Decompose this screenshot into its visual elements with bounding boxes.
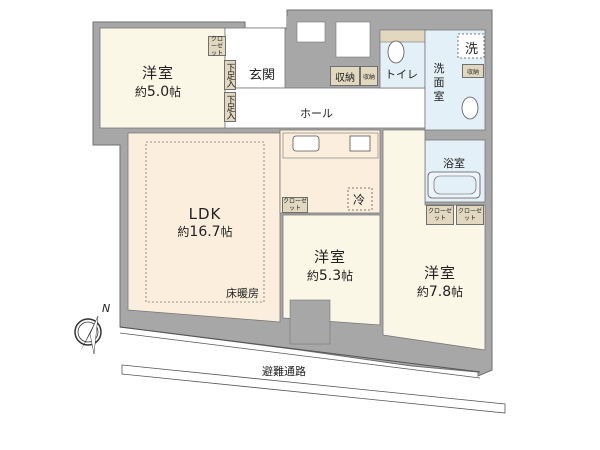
area-value: 16.7 [189, 224, 221, 240]
storage-small: 収納 [360, 66, 378, 86]
area-unit: 帖 [341, 269, 354, 283]
closet-room3-a: クローゼット [426, 205, 454, 225]
fridge-label: 冷 [353, 193, 366, 207]
compass-icon [78, 322, 98, 342]
compass-north-label: N [102, 302, 111, 315]
area-prefix: 約 [134, 85, 147, 99]
room-area: 約5.0帖 [128, 83, 188, 100]
closet-room3b-label: クローゼット [457, 208, 482, 222]
shoe-box-2: 下足入 [224, 92, 236, 122]
area-value: 7.8 [428, 284, 452, 300]
shoe-box-2-label: 下足入 [224, 95, 235, 119]
room-area: 約7.8帖 [410, 283, 470, 300]
room-ldk: LDK 約16.7帖 [170, 205, 240, 240]
evacuation-path-label: 避難通路 [262, 365, 306, 378]
room-area: 約16.7帖 [170, 223, 240, 240]
area-value: 5.3 [318, 268, 342, 284]
hall-label: ホール [300, 107, 333, 120]
bathroom-label: 浴室 [443, 157, 465, 170]
closet-room3-b: クローゼット [456, 205, 484, 225]
washroom-label: 洗面室 [433, 62, 445, 103]
area-unit: 帖 [451, 285, 464, 299]
shoe-box-1: 下足入 [224, 60, 236, 90]
entrance-label: 玄関 [249, 68, 276, 83]
area-value: 5.0 [146, 84, 170, 100]
area-unit: 帖 [169, 85, 182, 99]
closet-room1: クローゼット [208, 35, 226, 57]
shoe-box-1-label: 下足入 [224, 63, 235, 87]
storage-large-label: 収納 [335, 72, 355, 84]
room-name: 洋室 [313, 248, 346, 266]
room-name: 洋室 [141, 64, 174, 82]
area-unit: 帖 [220, 225, 233, 239]
room-area: 約5.3帖 [300, 267, 360, 284]
room-western-2: 洋室 約5.3帖 [300, 246, 360, 284]
closet-room2-label: クローゼット [283, 198, 308, 212]
storage-large: 収納 [330, 66, 360, 86]
storage-small-label: 収納 [362, 73, 375, 81]
laundry-label: 洗 [465, 42, 479, 57]
closet-room3a-label: クローゼット [427, 208, 452, 222]
area-prefix: 約 [306, 269, 319, 283]
area-prefix: 約 [416, 285, 429, 299]
floor-heating-label: 床暖房 [226, 287, 259, 300]
area-prefix: 約 [177, 225, 190, 239]
closet-room2: クローゼット [282, 197, 308, 213]
room-name: 洋室 [423, 264, 456, 282]
closet-label: クローゼット [210, 35, 223, 57]
toilet-label: トイレ [385, 68, 418, 81]
washroom-storage-label: 収納 [466, 68, 479, 76]
washroom-storage: 収納 [462, 64, 484, 78]
room-name: LDK [188, 205, 222, 223]
room-western-3: 洋室 約7.8帖 [410, 262, 470, 300]
room-western-1: 洋室 約5.0帖 [128, 62, 188, 100]
